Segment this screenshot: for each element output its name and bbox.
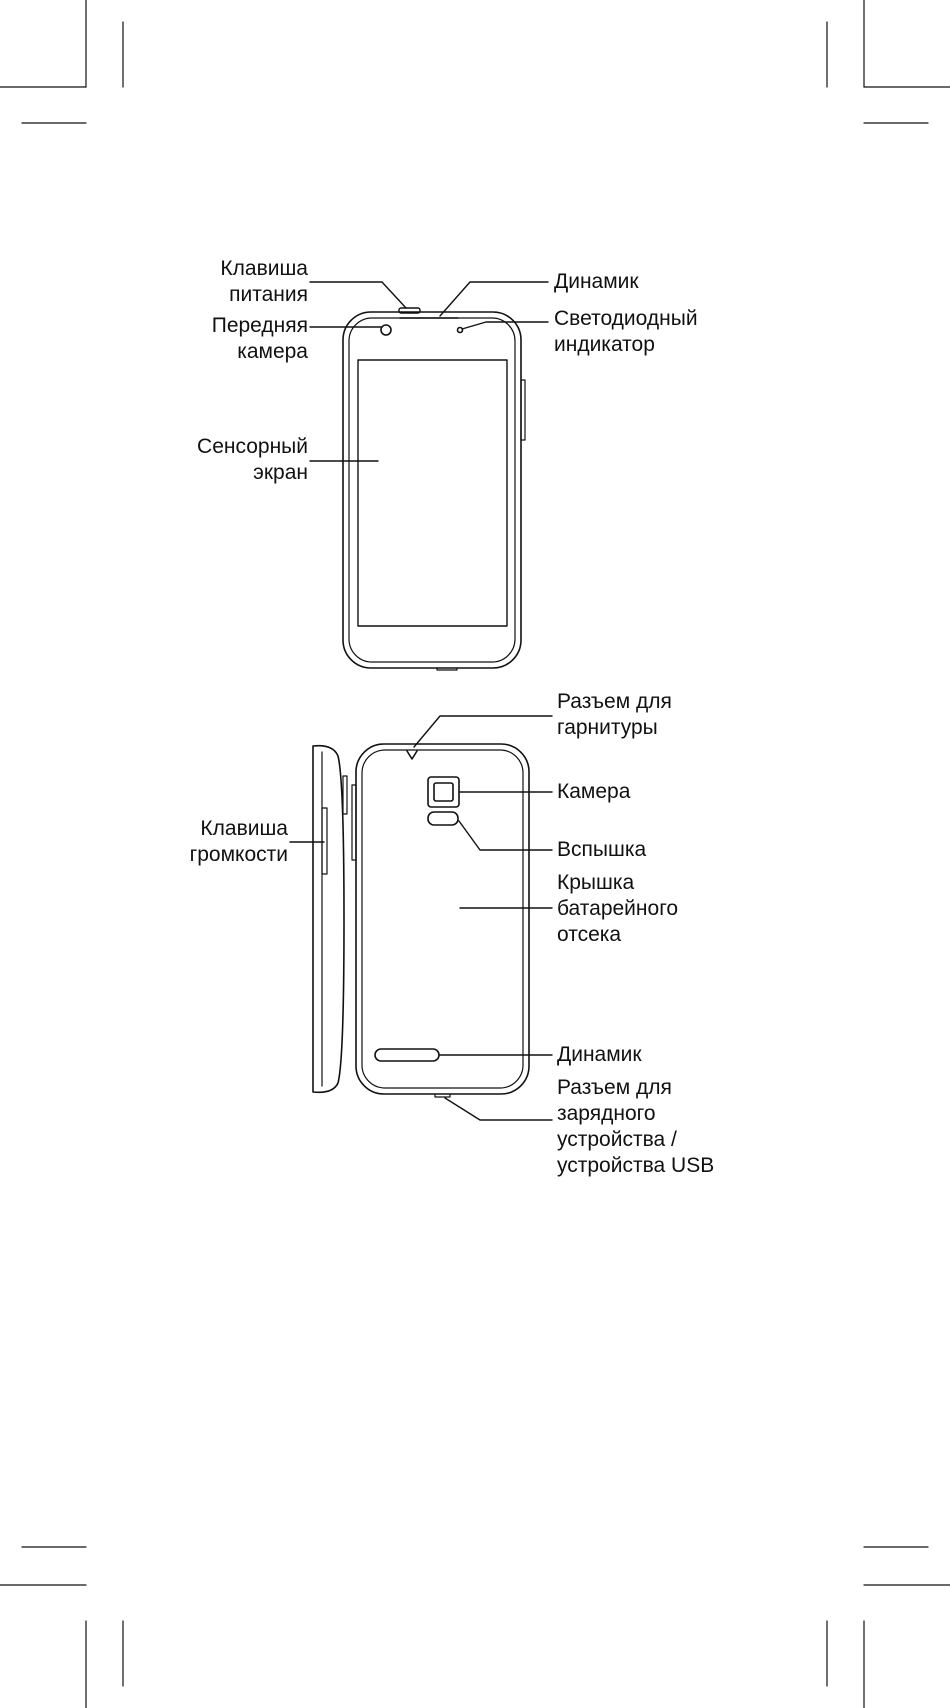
label-camera: Камера xyxy=(557,779,630,805)
side-key-shape xyxy=(521,380,525,440)
label-battery-cover: Крышка батарейного отсека xyxy=(557,870,678,948)
phone-side-view xyxy=(313,746,347,1093)
label-speaker-back: Динамик xyxy=(557,1042,642,1068)
leader-power-key xyxy=(310,282,406,308)
front-camera-shape xyxy=(381,325,391,335)
leader-speaker-front xyxy=(440,282,548,316)
headset-jack-shape xyxy=(407,751,417,759)
label-led-indicator: Светодиодный индикатор xyxy=(554,306,698,358)
label-flash: Вспышка xyxy=(557,837,646,863)
back-body-outer xyxy=(356,744,529,1094)
label-volume-key: Клавиша громкости xyxy=(170,816,288,868)
label-front-camera: Передняя камера xyxy=(190,313,308,365)
leader-lines xyxy=(290,282,552,1120)
phone-front-view xyxy=(343,308,525,670)
side-body xyxy=(313,746,344,1093)
front-body-inner xyxy=(349,318,515,662)
touch-screen-panel xyxy=(358,360,507,626)
back-side-key xyxy=(352,785,356,860)
front-body-outer xyxy=(343,312,521,668)
flash-shape xyxy=(428,812,458,825)
back-camera-inner xyxy=(434,783,453,801)
side-camera-bump xyxy=(343,776,347,814)
label-speaker-front: Динамик xyxy=(554,269,639,295)
back-camera-outer xyxy=(428,777,459,807)
label-headset-jack: Разъем для гарнитуры xyxy=(557,689,672,741)
leader-usb xyxy=(445,1098,552,1120)
leader-led xyxy=(462,322,548,329)
label-touch-screen: Сенсорный экран xyxy=(170,434,308,486)
label-power-key: Клавиша питания xyxy=(190,256,308,308)
led-indicator-shape xyxy=(458,328,463,333)
volume-key-shape xyxy=(322,808,327,874)
phone-back-view xyxy=(352,744,529,1097)
leader-headset xyxy=(414,716,552,747)
label-charger-usb-jack: Разъем для зарядного устройства / устрой… xyxy=(557,1075,714,1179)
leader-flash xyxy=(459,821,552,850)
rear-speaker-shape xyxy=(375,1049,439,1061)
